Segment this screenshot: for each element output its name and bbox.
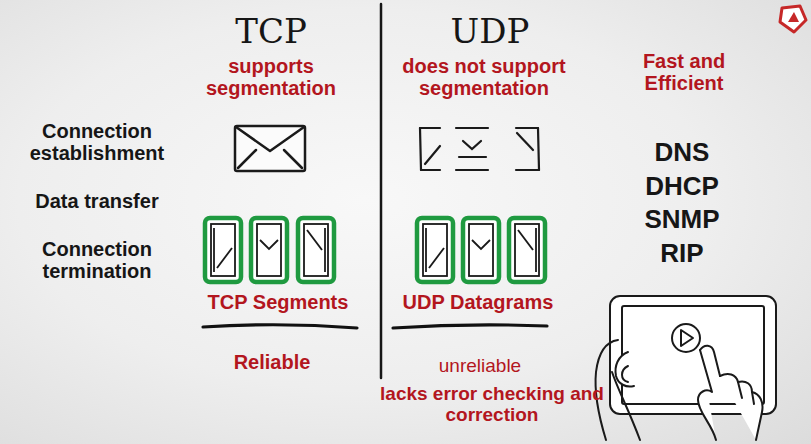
udp-datagram-icons: [472, 240, 490, 249]
divider-line: [380, 4, 383, 378]
property-note: lacks error checking and correction: [378, 383, 606, 426]
tablet-illustration: [698, 350, 716, 440]
tcp-segment-icons: [213, 228, 215, 272]
feature-note: does not support segmentation: [384, 55, 584, 100]
broken-envelope-icon: [516, 169, 539, 171]
broken-envelope-icon: [516, 127, 538, 129]
tablet-illustration: [672, 324, 700, 352]
protocol-name: RIP: [627, 239, 737, 268]
broken-envelope-icon: [420, 128, 421, 170]
tcp-segment-icons: [324, 228, 326, 272]
tablet-illustration: [681, 330, 693, 346]
tcp-segment-icons: [251, 218, 287, 282]
broken-envelope-icon: [456, 169, 488, 171]
udp-datagram-icons: [417, 218, 453, 282]
broken-envelope-icon: [421, 169, 440, 171]
feature-note: supports segmentation: [196, 55, 346, 100]
udp-datagram-icons: [509, 218, 545, 282]
broken-envelope-icon: [420, 127, 440, 129]
phase-label: Connection establishment: [12, 120, 182, 165]
udp-datagram-icons: [417, 218, 545, 282]
udp-datagram-icons: [425, 228, 427, 272]
phase-label: Connection termination: [12, 238, 182, 283]
tcp-segment-icons: [217, 248, 232, 268]
tablet-illustration: [622, 366, 628, 382]
tablet-illustration: [752, 392, 754, 404]
broken-envelope-icon: [456, 127, 488, 129]
tablet-illustration: [616, 352, 635, 387]
tablet-illustration: [738, 382, 742, 398]
tablet-illustration: [720, 374, 763, 440]
brand-logo: [780, 6, 806, 32]
broken-envelope-icon: [517, 133, 533, 150]
brand-logo: [788, 12, 799, 22]
envelope-icon: [238, 150, 256, 168]
property-note: Reliable: [202, 351, 342, 373]
tcp-segment-icons: [260, 240, 278, 249]
tablet-illustration: [612, 372, 640, 440]
broken-envelope-icon: [538, 128, 539, 170]
tcp-segment-icons: [211, 224, 235, 276]
column-heading: TCP: [211, 12, 331, 50]
udp-datagram-icons: [518, 230, 533, 250]
udp-datagram-icons: [469, 224, 493, 276]
property-note: unreliable: [410, 355, 550, 376]
tcp-segment-icons: [307, 230, 322, 250]
underline-stroke: [393, 325, 547, 328]
envelope-icon: [236, 127, 304, 151]
protocol-name: DNS: [627, 138, 737, 167]
envelope-icon: [235, 126, 305, 171]
tcp-segment-icons: [257, 224, 281, 276]
udp-datagram-icons: [515, 224, 539, 276]
envelope-icon: [284, 150, 302, 168]
tcp-segment-icons: [298, 218, 334, 282]
underline-stroke: [203, 325, 547, 328]
udp-datagram-icons: [535, 228, 537, 272]
tcp-segment-icons: [304, 224, 328, 276]
unit-name: TCP Segments: [193, 291, 363, 313]
unit-name: UDP Datagrams: [388, 291, 568, 313]
udp-datagram-icons: [429, 248, 444, 268]
broken-envelope-icon: [463, 141, 481, 149]
brand-logo: [780, 6, 806, 32]
udp-datagram-icons: [423, 224, 447, 276]
broken-envelope-icon: [425, 146, 440, 164]
udp-datagram-icons: [463, 218, 499, 282]
broken-envelope-icon: [420, 128, 539, 170]
column-heading: UDP: [430, 12, 550, 50]
feature-note: Fast and Efficient: [626, 50, 742, 95]
phase-label: Data transfer: [12, 190, 182, 212]
tcp-segment-icons: [205, 218, 334, 282]
protocol-name: DHCP: [627, 172, 737, 201]
underline-stroke: [203, 325, 357, 328]
broken-envelope-icon: [459, 156, 486, 158]
tcp-segment-icons: [205, 218, 241, 282]
divider-line: [381, 4, 382, 378]
tablet-illustration: [595, 296, 776, 440]
envelope-icon: [235, 126, 305, 171]
protocol-name: SNMP: [627, 205, 737, 234]
